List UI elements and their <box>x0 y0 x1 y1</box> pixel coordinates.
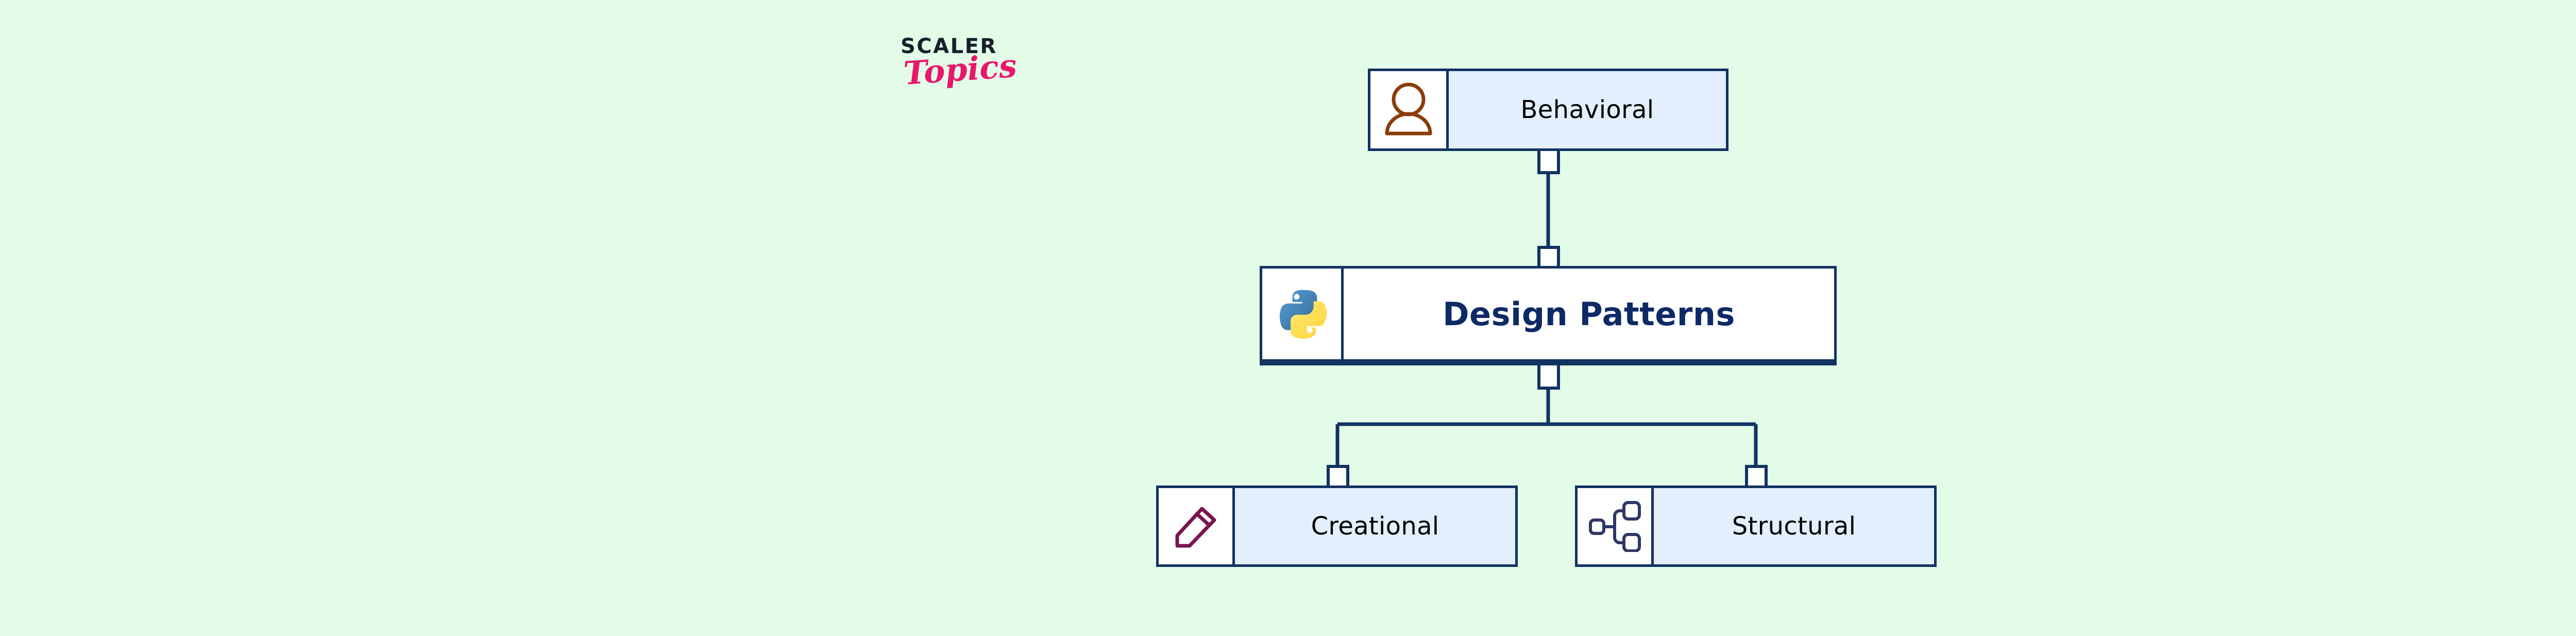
node-structural-icon-cell <box>1578 488 1654 564</box>
node-structural[interactable]: Structural <box>1575 486 1937 567</box>
node-structural-label-cell: Structural <box>1654 488 1934 564</box>
node-design-patterns-label-cell: Design Patterns <box>1344 269 1834 359</box>
node-design-patterns-icon-cell <box>1262 269 1344 359</box>
user-person-icon <box>1385 82 1432 136</box>
node-design-patterns-label: Design Patterns <box>1443 295 1735 333</box>
brand-wordmark: SCALER <box>901 35 997 58</box>
python-logo-icon <box>1279 290 1327 339</box>
brand-logo: SCALER Topics <box>901 36 1065 113</box>
node-creational-icon-cell <box>1159 488 1235 564</box>
node-behavioral-label-cell: Behavioral <box>1449 71 1726 148</box>
port-behavioral-bottom <box>1537 147 1560 174</box>
node-creational-label-cell: Creational <box>1235 488 1515 564</box>
sitemap-hierarchy-icon <box>1588 501 1641 552</box>
node-behavioral[interactable]: Behavioral <box>1368 69 1728 151</box>
node-creational-label: Creational <box>1311 512 1439 541</box>
node-structural-label: Structural <box>1732 512 1856 541</box>
port-root-bottom <box>1537 362 1560 390</box>
node-behavioral-label: Behavioral <box>1520 95 1654 124</box>
node-design-patterns[interactable]: Design Patterns <box>1260 266 1837 365</box>
node-creational[interactable]: Creational <box>1156 486 1518 567</box>
node-behavioral-icon-cell <box>1370 71 1449 148</box>
brand-scriptmark: Topics <box>902 46 1018 92</box>
pencil-icon <box>1175 507 1216 548</box>
